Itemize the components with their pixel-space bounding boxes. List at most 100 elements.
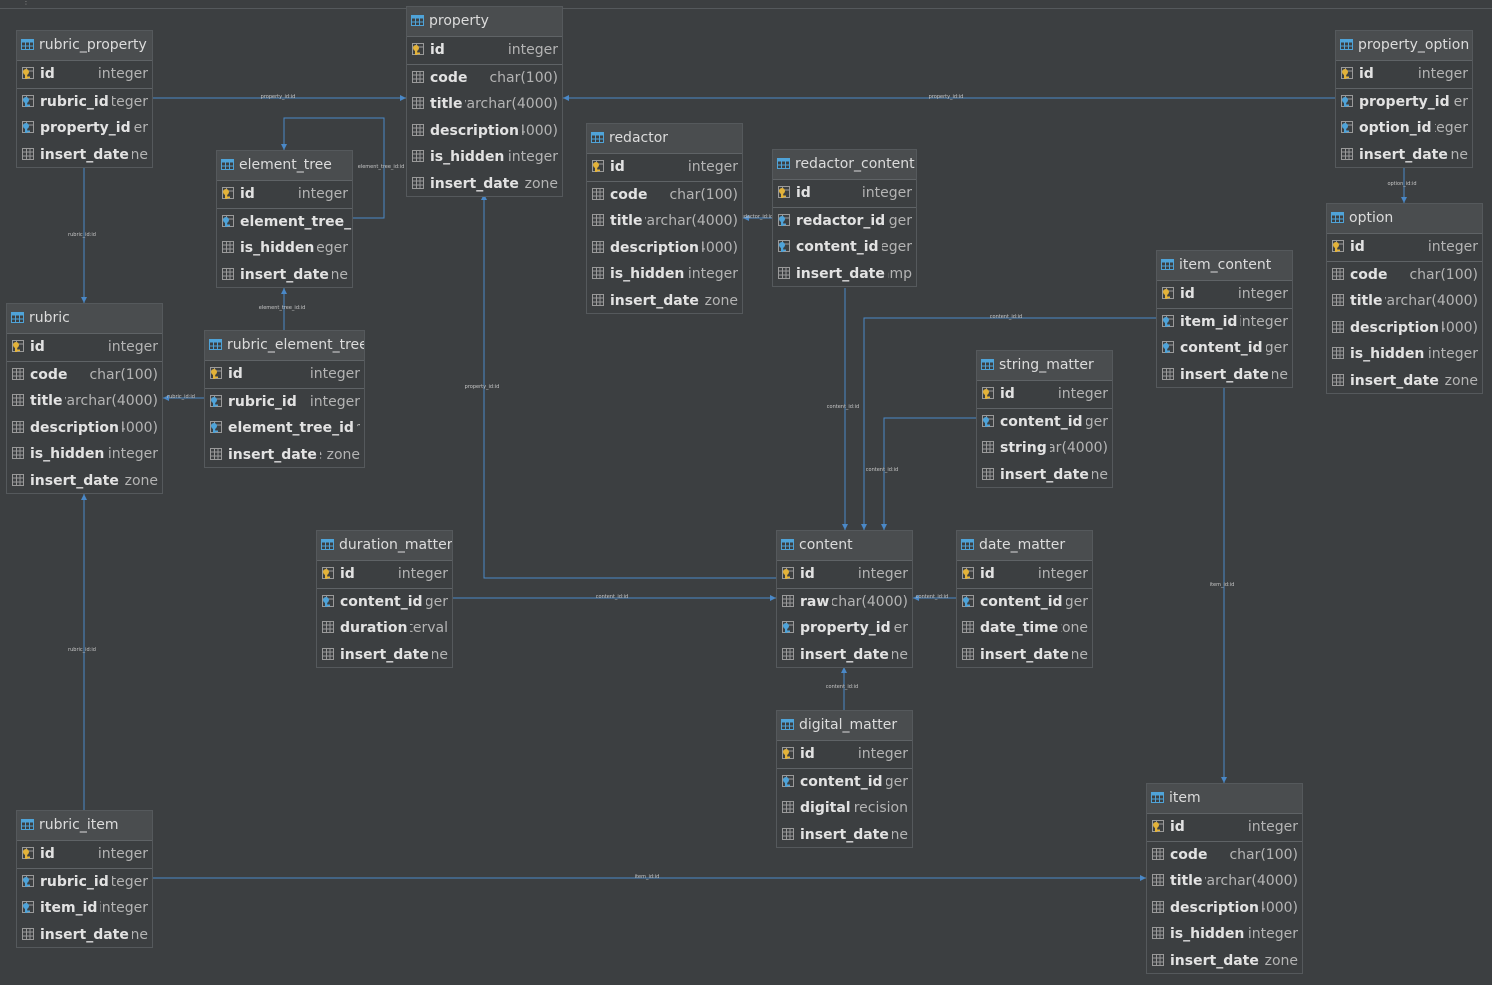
table-header[interactable]: property_option	[1336, 31, 1472, 61]
table-header[interactable]: rubric	[7, 304, 162, 334]
table-header[interactable]: rubric_element_tree	[205, 331, 364, 361]
link-ic-content[interactable]	[861, 317, 1156, 530]
column-row-element-tree-id[interactable]: element_tree_id	[217, 209, 352, 236]
table-header[interactable]: redactor_content	[773, 150, 916, 180]
table-element-tree[interactable]: element_treeidintegerelement_tree_idis_h…	[216, 150, 353, 288]
table-header[interactable]: item	[1147, 784, 1302, 814]
table-header[interactable]: redactor	[587, 124, 742, 154]
table-header[interactable]: element_tree	[217, 151, 352, 181]
link-content-property[interactable]	[481, 194, 776, 579]
table-header[interactable]: item_content	[1157, 251, 1292, 281]
table-header[interactable]: digital_matter	[777, 711, 912, 741]
table-header[interactable]: string_matter	[977, 351, 1112, 381]
table-header[interactable]: content	[777, 531, 912, 561]
link-et-self[interactable]	[281, 117, 385, 219]
column-row-element-tree-id[interactable]: element_tree_idjer	[205, 415, 364, 442]
link-sm-content[interactable]	[881, 417, 976, 530]
table-header[interactable]: rubric_item	[17, 811, 152, 841]
table-header[interactable]: property	[407, 7, 562, 37]
more-icon[interactable]: ⋮	[22, 0, 30, 6]
